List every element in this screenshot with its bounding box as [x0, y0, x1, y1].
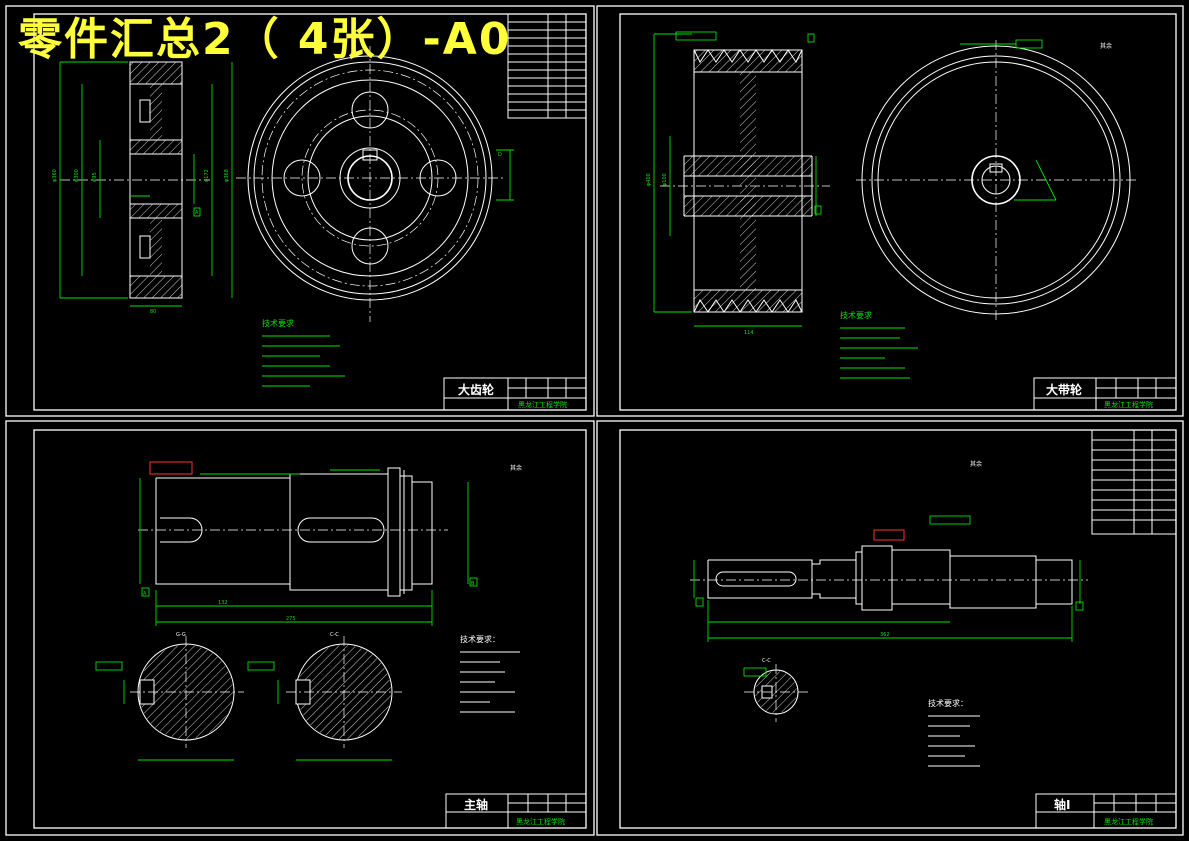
main-shaft-part-name: 主轴 [464, 797, 488, 812]
shaft-one-drawing: 362 其余 C-C 技 [690, 429, 1177, 829]
gear-section-view: φ360 φ300 φ95 φ172 φ368 80 A [52, 61, 233, 315]
svg-text:A: A [195, 210, 199, 216]
gear-title-block: 大齿轮 黑龙江工程学院 [443, 377, 587, 411]
shaft-one-remainder: 其余 [970, 460, 982, 468]
main-shaft-view: 132 275 A B 其余 [138, 461, 522, 626]
shaft-one-section: C-C [743, 658, 808, 722]
svg-text:φ172: φ172 [204, 169, 210, 182]
gear-school: 黑龙江工程学院 [518, 400, 567, 409]
svg-text:D: D [498, 152, 502, 158]
gear-front-view: D [236, 46, 514, 322]
shaft-one-school: 黑龙江工程学院 [1104, 817, 1153, 826]
section-g-label: G-G [176, 632, 186, 638]
main-shaft-school: 黑龙江工程学院 [516, 817, 565, 826]
pulley-school: 黑龙江工程学院 [1104, 400, 1153, 409]
pulley-section-view: φ400 φ100 114 [646, 31, 830, 336]
gear-part-name: 大齿轮 [458, 382, 495, 397]
shaft-one-tech-heading: 技术要求： [928, 698, 968, 708]
shaft-one-param-table [1091, 429, 1177, 535]
svg-text:114: 114 [744, 330, 754, 336]
svg-text:φ300: φ300 [74, 169, 80, 182]
gear-tech-requirements: 技术要求 [262, 318, 345, 387]
svg-text:φ360: φ360 [52, 169, 58, 182]
svg-text:φ100: φ100 [662, 173, 668, 186]
shaft-one-title-block: 轴Ⅰ 黑龙江工程学院 [1035, 793, 1177, 829]
svg-text:φ400: φ400 [646, 173, 652, 186]
gear-param-table [507, 13, 587, 119]
svg-text:80: 80 [150, 309, 156, 315]
svg-text:132: 132 [218, 600, 228, 606]
svg-text:275: 275 [286, 616, 296, 622]
sheet-borders [5, 5, 1184, 836]
pulley-tech-requirements: 技术要求 [840, 310, 918, 379]
pulley-remainder: 其余 [1100, 42, 1112, 50]
pulley-front-view: 其余 [856, 39, 1136, 320]
main-shaft-remainder: 其余 [510, 464, 522, 472]
main-shaft-drawing: 132 275 A B 其余 G-G C-C [95, 461, 587, 829]
pulley-drawing: φ400 φ100 114 其余 技术要求 [646, 31, 1177, 411]
pulley-tech-heading: 技术要求 [840, 310, 872, 320]
main-shaft-datum-a: A [143, 591, 147, 597]
section-cc2-label: C-C [762, 658, 771, 664]
main-shaft-title-block: 主轴 黑龙江工程学院 [445, 793, 587, 829]
main-shaft-tech-heading: 技术要求： [460, 634, 500, 644]
main-shaft-sections: G-G C-C [95, 632, 402, 761]
pulley-part-name: 大带轮 [1046, 382, 1083, 397]
shaft-one-view: 362 其余 [690, 460, 1088, 642]
overlay-title: 零件汇总2（ 4张）-A0 [18, 14, 512, 65]
section-c-label: C-C [330, 632, 339, 638]
svg-text:φ95: φ95 [92, 172, 98, 182]
gear-drawing: φ360 φ300 φ95 φ172 φ368 80 A [52, 13, 587, 411]
shaft-one-part-name: 轴Ⅰ [1054, 797, 1070, 812]
pulley-title-block: 大带轮 黑龙江工程学院 [1033, 377, 1177, 411]
main-shaft-datum-b: B [471, 581, 475, 587]
svg-text:φ368: φ368 [224, 169, 230, 182]
main-shaft-tech-requirements: 技术要求： [460, 634, 520, 713]
gear-tech-heading: 技术要求 [262, 318, 294, 328]
shaft-one-tech-requirements: 技术要求： [928, 698, 980, 767]
svg-text:362: 362 [880, 632, 890, 638]
